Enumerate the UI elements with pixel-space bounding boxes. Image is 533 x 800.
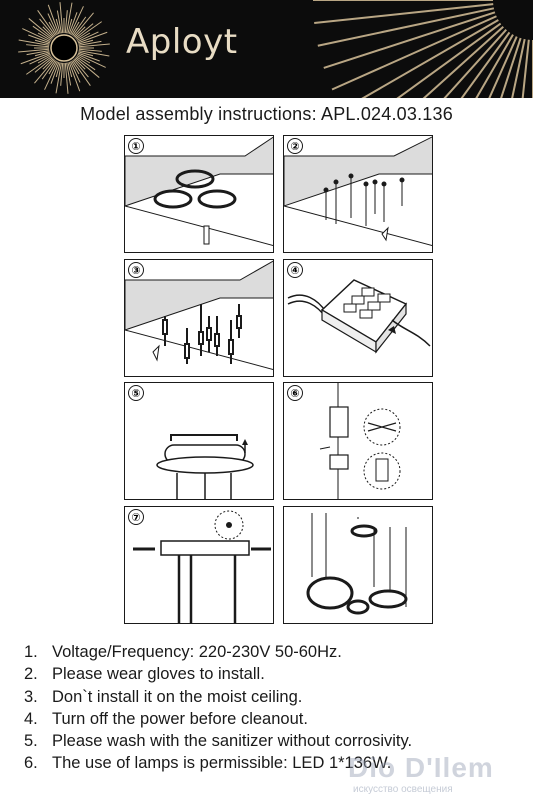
instruction-list: 1.Voltage/Frequency: 220-230V 50-60Hz. 2… [24, 641, 412, 775]
list-item: 1.Voltage/Frequency: 220-230V 50-60Hz. [24, 643, 342, 661]
step-number: ④ [287, 262, 303, 278]
step-panel-5: ⑤ [124, 382, 274, 500]
step-number: ③ [128, 262, 144, 278]
step-panel-1: ① [124, 135, 274, 253]
three-ring-ceiling-icon [125, 136, 273, 246]
step-number: ⑦ [128, 509, 144, 525]
step-number: ② [287, 138, 303, 154]
list-item: 5.Please wash with the sanitizer without… [24, 732, 413, 751]
step-panel-3: ③ [124, 259, 274, 377]
step-panel-8 [283, 506, 433, 624]
finished-chandelier-icon [306, 513, 408, 615]
list-item: 3.Don`t install it on the moist ceiling. [24, 687, 303, 706]
wire-anchors-icon [125, 260, 273, 370]
canopy-mount-icon [156, 434, 254, 499]
watermark: Dio D'Ilem [348, 752, 494, 783]
watermark-subtitle: искусство освещения [353, 784, 453, 795]
step-number: ⑤ [128, 385, 144, 401]
list-item: 4.Turn off the power before cleanout. [24, 709, 308, 728]
step-number: ⑥ [287, 385, 303, 401]
brand-logo: Aployt [126, 22, 238, 62]
cable-cut-icon [319, 383, 401, 499]
step-number: ① [128, 138, 144, 154]
list-item: 2.Please wear gloves to install. [24, 665, 265, 684]
step-panel-7: ⑦ [124, 506, 274, 624]
step-panel-2: ② [283, 135, 433, 253]
suspension-wires-icon [284, 136, 432, 246]
document-title: Model assembly instructions: APL.024.03.… [80, 104, 453, 124]
list-item: 6.The use of lamps is permissible: LED 1… [24, 754, 392, 773]
sunburst-decoration-icon [18, 0, 533, 98]
terminal-block-icon [287, 279, 431, 354]
step-panel-6: ⑥ [283, 382, 433, 500]
canopy-screws-icon [133, 510, 271, 623]
step-panel-4: ④ [283, 259, 433, 377]
brand-header: Aployt [0, 0, 533, 98]
